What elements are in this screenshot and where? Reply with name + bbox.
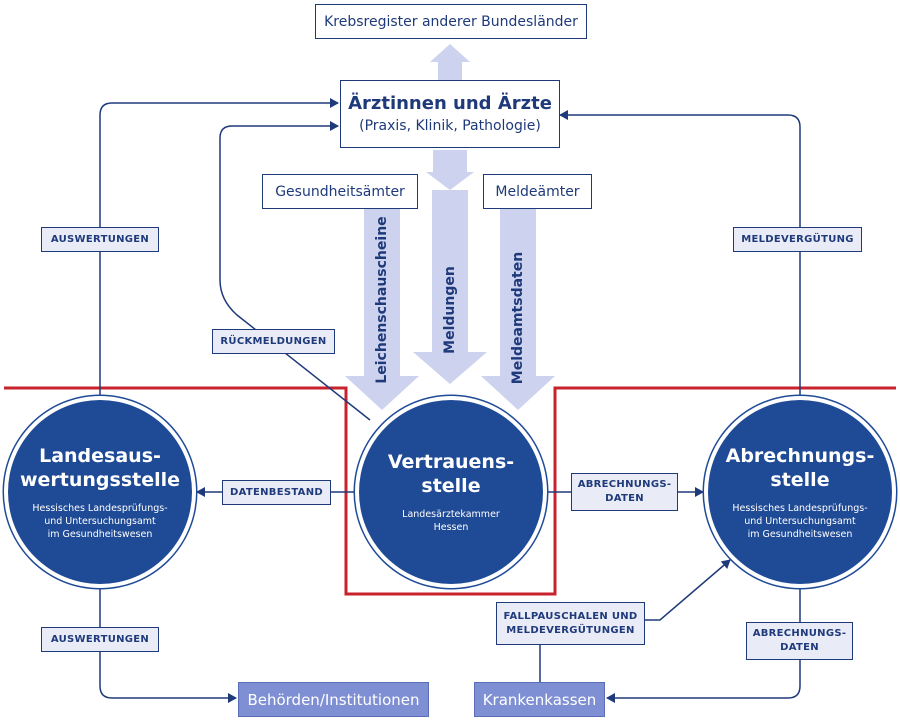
meldungen-label: Meldungen <box>442 266 458 354</box>
circle-abrechnungsstelle: Abrechnungs- stelle Hessisches Landesprü… <box>708 400 892 584</box>
tag-abrechnungsdaten-mid: ABRECHNUNGS- DATEN <box>571 473 678 511</box>
flow-arrows <box>345 44 555 410</box>
arrow-leichenschau <box>345 208 419 410</box>
arrow-aerzte-down <box>426 150 474 190</box>
landesauswertung-title-line2: wertungsstelle <box>19 468 181 491</box>
aerzte-title: Ärztinnen und Ärzte <box>348 93 552 114</box>
abrechnungsstelle-sub-line3: im Gesundheitswesen <box>747 528 853 540</box>
tag-auswertungen-bottom: AUSWERTUNGEN <box>41 627 159 652</box>
datenbestand-label: DATENBESTAND <box>230 486 323 498</box>
tag-abrechnungsdaten-right: ABRECHNUNGS- DATEN <box>746 622 853 660</box>
abrechnungsdaten-mid-line1: ABRECHNUNGS- <box>577 479 672 490</box>
rueckmeldungen-label: RÜCKMELDUNGEN <box>220 335 327 347</box>
vertrauensstelle-title-line2: stelle <box>421 475 481 497</box>
arrow-to-other-registries <box>430 44 470 80</box>
circle-landesauswertungsstelle: Landesaus- wertungsstelle Hessisches Lan… <box>8 400 192 584</box>
meldeaemter-label: Meldeämter <box>495 183 580 200</box>
landesauswertung-title-line1: Landesaus- <box>39 444 161 467</box>
abrechnungsstelle-title-line2: stelle <box>770 468 830 491</box>
fallpauschalen-line2: MELDEVERGÜTUNGEN <box>506 624 635 636</box>
abrechnungsdaten-right-line2: DATEN <box>780 642 819 653</box>
tag-datenbestand: DATENBESTAND <box>222 480 331 505</box>
line-fallpauschalen-up <box>645 559 731 621</box>
vertrauensstelle-sub-line1: Landesärztekammer <box>402 509 500 520</box>
behoerden-label: Behörden/Institutionen <box>247 690 420 709</box>
abrechnungsstelle-sub-line2: und Untersuchungsamt <box>744 515 856 527</box>
abrechnungsstelle-subtitle: Hessisches Landesprüfungs- und Untersuch… <box>732 502 867 541</box>
line-abrechnungsdaten-right <box>606 586 801 703</box>
box-gesundheitsaemter: Gesundheitsämter <box>262 174 418 209</box>
box-aerzte: Ärztinnen und Ärzte (Praxis, Klinik, Pat… <box>340 80 560 148</box>
boundary-line <box>4 386 896 596</box>
fallpauschalen-line1: FALLPAUSCHALEN UND <box>503 610 638 622</box>
tag-meldeverguetung: MELDEVERGÜTUNG <box>733 227 862 252</box>
arrow-meldungen <box>413 190 487 384</box>
krankenkassen-label: Krankenkassen <box>482 690 597 709</box>
landesauswertung-sub-line2: und Untersuchungsamt <box>44 515 156 527</box>
abrechnungsdaten-right-line1: ABRECHNUNGS- <box>752 628 847 639</box>
abrechnungsstelle-title-line1: Abrechnungs- <box>725 444 875 467</box>
meldeamtsdaten-label: Meldeamtsdaten <box>510 251 526 385</box>
leichenschau-label: Leichenschauscheine <box>374 216 390 384</box>
landesauswertung-subtitle: Hessisches Landesprüfungs- und Untersuch… <box>32 502 167 541</box>
arrow-meldeamtsdaten <box>481 208 555 410</box>
abrechnungsdaten-mid-line2: DATEN <box>605 493 644 504</box>
box-krebsregister: Krebsregister anderer Bundesländer <box>315 4 587 39</box>
aerzte-subtitle: (Praxis, Klinik, Pathologie) <box>359 118 541 134</box>
line-rueckmeldungen <box>219 121 371 421</box>
vertrauensstelle-title-line1: Vertrauens- <box>387 451 515 473</box>
tag-fallpauschalen: FALLPAUSCHALEN UND MELDEVERGÜTUNGEN <box>496 602 645 645</box>
auswertungen-bottom-label: AUSWERTUNGEN <box>50 633 150 645</box>
line-auswertungen-down <box>99 586 237 703</box>
line-auswertungen-up <box>99 98 339 395</box>
krebsregister-label: Krebsregister anderer Bundesländer <box>324 13 578 30</box>
vertrauensstelle-sub-line2: Hessen <box>433 522 469 533</box>
line-meldeverguetung <box>559 110 801 395</box>
box-meldeaemter: Meldeämter <box>483 174 592 209</box>
tag-auswertungen-top: AUSWERTUNGEN <box>41 227 159 252</box>
landesauswertung-sub-line1: Hessisches Landesprüfungs- <box>32 502 168 514</box>
landesauswertung-sub-line3: im Gesundheitswesen <box>47 528 153 540</box>
auswertungen-top-label: AUSWERTUNGEN <box>50 233 150 245</box>
box-behoerden: Behörden/Institutionen <box>238 682 429 717</box>
abrechnungsstelle-sub-line1: Hessisches Landesprüfungs- <box>732 502 868 514</box>
box-krankenkassen: Krankenkassen <box>474 682 605 717</box>
tag-rueckmeldungen: RÜCKMELDUNGEN <box>212 329 335 354</box>
meldeverguetung-label: MELDEVERGÜTUNG <box>741 233 854 245</box>
circle-vertrauensstelle: Vertrauens- stelle Landesärztekammer Hes… <box>359 400 543 584</box>
gesundheitsaemter-label: Gesundheitsämter <box>275 183 405 200</box>
vertrauensstelle-subtitle: Landesärztekammer Hessen <box>402 508 500 534</box>
